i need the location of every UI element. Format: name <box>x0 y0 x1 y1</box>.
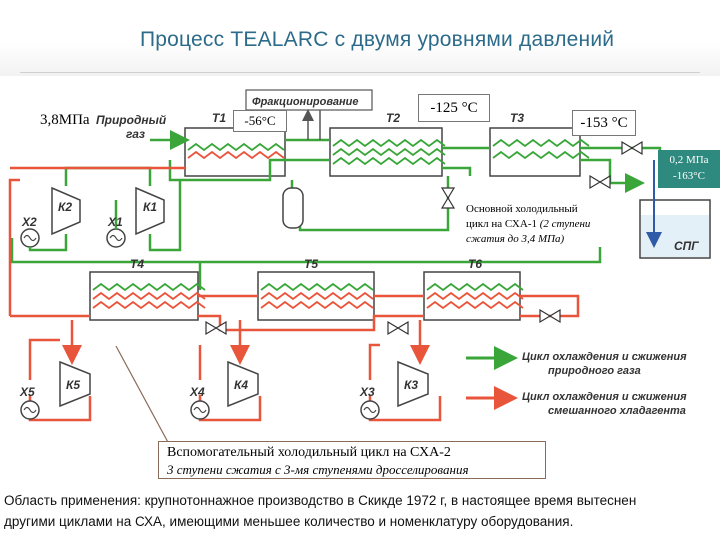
heat-exchanger-t1 <box>184 127 286 177</box>
temperature-t2: -125 °С <box>418 94 490 122</box>
valve-icon <box>205 320 227 336</box>
heat-exchanger-t3 <box>489 127 590 177</box>
slide-title: Процесс TEALARC с двумя уровнями давлени… <box>140 28 615 51</box>
legend-green-line2: природного газа <box>548 365 641 377</box>
green-compressor-line <box>148 180 182 252</box>
compressor-k3 <box>397 360 429 408</box>
green-valve-line <box>298 176 450 232</box>
gas-t3-out <box>580 146 662 175</box>
compressor-k5 <box>59 360 91 408</box>
compressor-k4 <box>227 360 259 408</box>
footer-text: Область применения: крупнотоннажное прои… <box>0 490 720 532</box>
valve-icon <box>440 187 456 209</box>
label-k5: К5 <box>66 378 80 392</box>
label-t5: Т5 <box>304 257 318 271</box>
label-x5: Х5 <box>19 385 35 399</box>
feed-pressure: 3,8МПа <box>40 112 90 128</box>
outlet-conditions: 0,2 МПа -163°С <box>658 150 720 188</box>
cycle1-line2-italic: (2 ступени <box>539 218 591 230</box>
green-loop-bottom <box>168 158 330 182</box>
heat-exchanger-t5 <box>257 271 375 321</box>
cycle1-line2-text: цикл на СХА-1 <box>466 218 537 230</box>
red-line <box>28 338 60 380</box>
red-line <box>198 314 424 332</box>
label-k1: К1 <box>143 200 157 214</box>
label-x4: Х4 <box>189 385 205 399</box>
cycle1-line1: Основной холодильный <box>466 203 578 215</box>
cycle1-note: Основной холодильный цикл на СХА-1 (2 ст… <box>466 202 636 247</box>
separator-vessel <box>282 187 304 229</box>
label-k2: К2 <box>58 200 72 214</box>
compressor-k2 <box>51 186 81 236</box>
label-x3: Х3 <box>359 385 375 399</box>
valve-icon <box>387 320 409 336</box>
compressor-k1 <box>135 186 165 236</box>
valve-icon <box>621 140 643 156</box>
label-k3: К3 <box>404 378 418 392</box>
cycle1-line3: сжатия до 3,4 МПа) <box>466 233 565 245</box>
fractionation-label: Фракционирование <box>252 96 358 108</box>
footer-line1: Область применения: крупнотоннажное прои… <box>4 493 637 508</box>
label-x2: Х2 <box>21 215 37 229</box>
label-t3: Т3 <box>510 111 524 125</box>
cycle2-line1: Вспомогательный холодильный цикл на СХА-… <box>167 445 451 460</box>
red-line <box>368 343 380 380</box>
red-line <box>520 294 580 318</box>
footer-line2: другими циклами на СХА, имеющими меньшее… <box>4 514 574 529</box>
legend-green-line1: Цикл охлаждения и сжижения <box>522 351 687 363</box>
label-t1: Т1 <box>212 111 226 125</box>
label-t4: Т4 <box>130 257 144 271</box>
note-pointer <box>115 345 171 447</box>
heat-exchanger-t6 <box>423 271 524 321</box>
label-t6: Т6 <box>468 257 482 271</box>
heat-exchanger-t2 <box>329 127 446 177</box>
valve-icon <box>539 308 561 324</box>
title-band <box>0 0 720 76</box>
label-x1: Х1 <box>107 215 123 229</box>
red-line <box>8 178 20 316</box>
green-cooler-line <box>28 234 68 252</box>
product-label: СПГ <box>674 239 699 253</box>
legend-red-line2: смешанного хладагента <box>548 405 686 417</box>
green-return-line <box>442 166 472 176</box>
cycle1-line2: цикл на СХА-1 (2 ступени <box>466 217 636 232</box>
gas-line-lower <box>580 158 645 193</box>
green-compressor-line <box>64 166 152 186</box>
label-k4: К4 <box>234 378 248 392</box>
feed-gas-label-1: Природный <box>96 113 167 127</box>
cycle2-line2: 3 ступени сжатия с 3-мя ступенями дроссе… <box>167 462 469 477</box>
cycle2-note: Вспомогательный холодильный цикл на СХА-… <box>158 441 546 479</box>
legend-red-line1: Цикл охлаждения и сжижения <box>522 391 687 403</box>
valve-icon <box>589 174 611 190</box>
label-t2: Т2 <box>386 111 400 125</box>
title-divider <box>20 72 700 73</box>
outlet-pressure: 0,2 МПа <box>669 154 709 166</box>
heat-exchanger-t4 <box>89 271 206 321</box>
outlet-temperature: -163°С <box>673 170 705 182</box>
temperature-t3: -153 °С <box>572 110 636 136</box>
feed-gas-label-2: газ <box>126 127 145 141</box>
temperature-t1: -56°С <box>233 110 287 132</box>
